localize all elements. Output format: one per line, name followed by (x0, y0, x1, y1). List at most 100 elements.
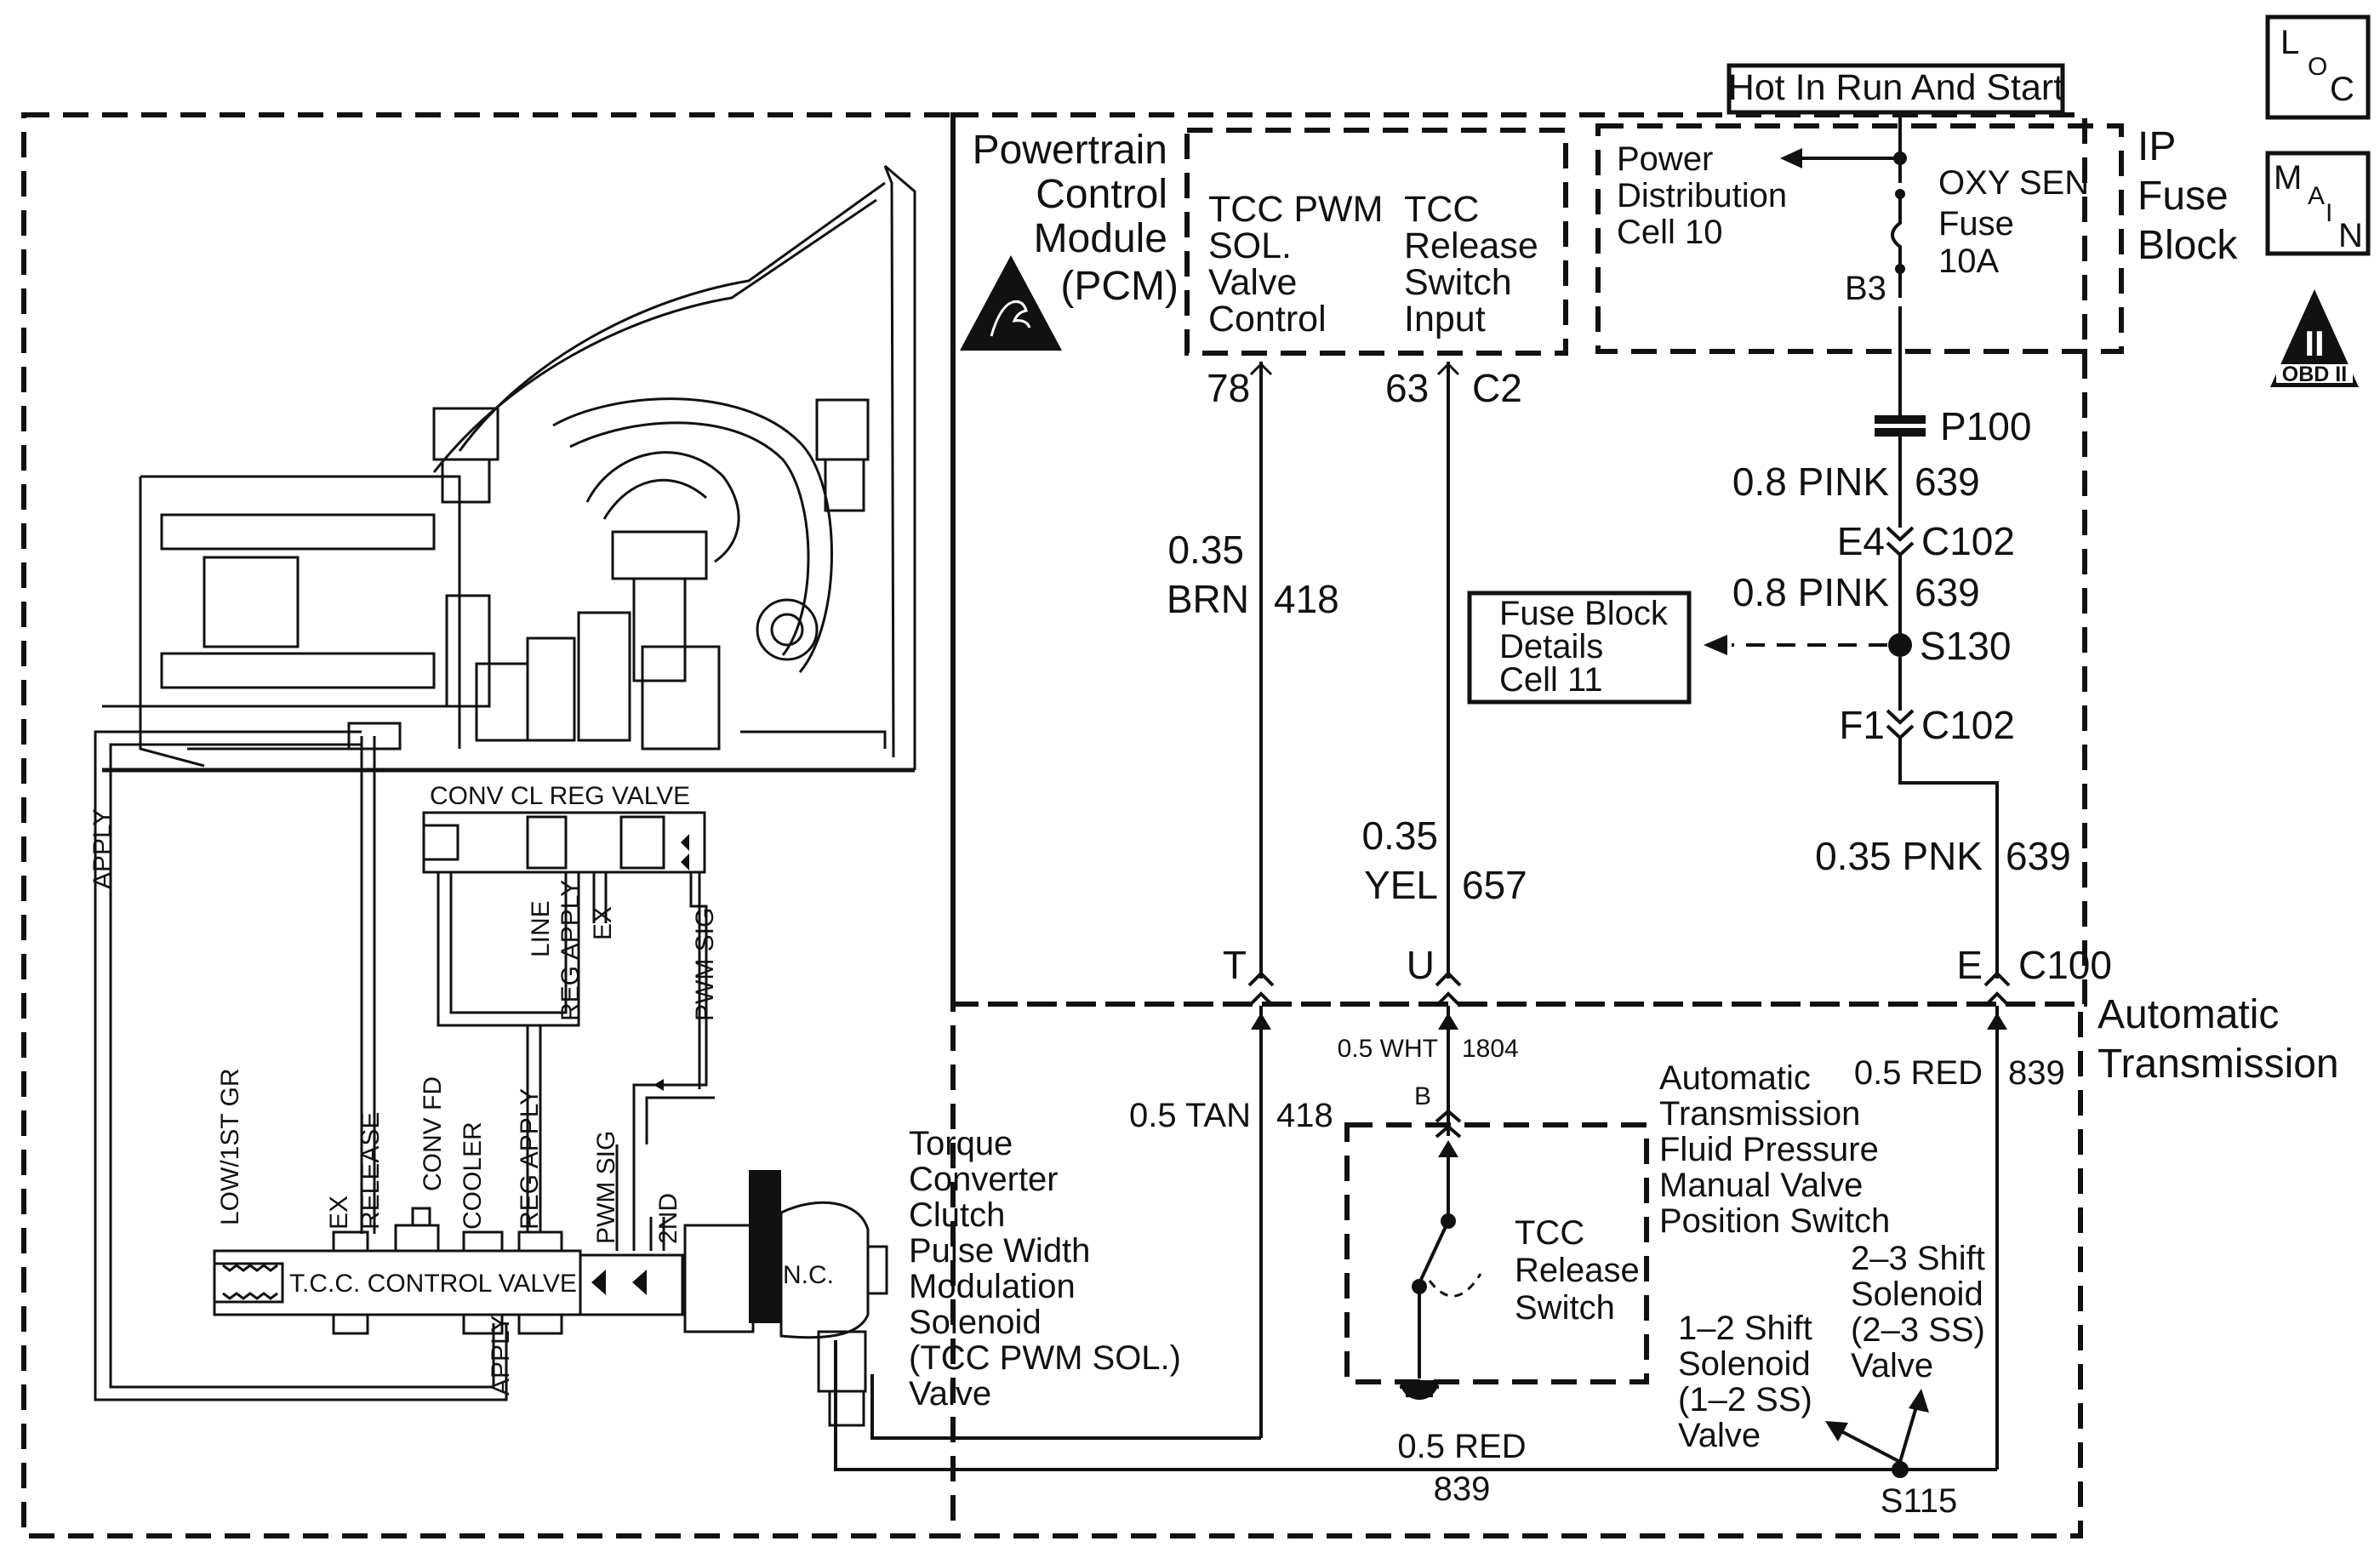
power-distribution-label: Power Distribution Cell 10 (1617, 140, 1787, 251)
svg-text:Release: Release (1515, 1252, 1640, 1289)
svg-text:OXY SEN: OXY SEN (1938, 164, 2089, 202)
fuse-block-details-label: Fuse Block Details Cell 11 (1499, 595, 1669, 699)
tcc-pwm-sol-label: TCC PWM SOL. Valve Control (1208, 189, 1383, 340)
svg-text:Valve: Valve (909, 1375, 991, 1413)
reg-apply-bottom-label: REG APPLY (516, 1088, 544, 1230)
fuse-block-details-box[interactable] (1467, 591, 1692, 705)
circuit-657-label: 657 (1462, 863, 1527, 907)
c102-label-1: C102 (1921, 519, 2015, 563)
c100-label: C100 (2018, 943, 2112, 987)
svg-text:Valve: Valve (1851, 1347, 1933, 1384)
svg-text:Switch: Switch (1404, 262, 1512, 303)
svg-text:Switch: Switch (1515, 1289, 1615, 1327)
tcc-release-input-label: TCC Release Switch Input (1404, 189, 1538, 340)
pcm-pins-box (1184, 128, 1568, 356)
pin-b-label: B (1414, 1082, 1431, 1110)
pink-label-2: 0.8 PINK (1732, 570, 1889, 614)
arrow-up-icon (1987, 1013, 2007, 1030)
svg-text:Transmission: Transmission (1659, 1095, 1860, 1133)
red-label-1: 0.5 RED (1854, 1054, 1983, 1092)
svg-text:Valve: Valve (1208, 262, 1297, 303)
c100-pin-e-connector (1983, 971, 2011, 1007)
tcc-release-switch-label: TCC Release Switch (1515, 1214, 1640, 1327)
svg-text:Solenoid: Solenoid (1851, 1276, 1983, 1313)
svg-text:Powertrain: Powertrain (973, 128, 1167, 173)
svg-text:Automatic: Automatic (1659, 1059, 1811, 1097)
normally-closed-label: N.C. (783, 1261, 834, 1289)
svg-text:M: M (2274, 159, 2302, 197)
svg-text:Clutch: Clutch (909, 1196, 1005, 1234)
svg-text:Fuse: Fuse (2137, 174, 2229, 219)
reg-apply-top-label: REG APPLY (556, 880, 585, 1021)
loc-badge[interactable]: L O C (2265, 14, 2371, 120)
svg-text:IP: IP (2137, 124, 2176, 169)
shift-solenoid-23-label: 2–3 Shift Solenoid (2–3 SS) Valve (1851, 1240, 1985, 1384)
tcc-release-switch-blade[interactable] (1418, 1220, 1450, 1284)
pin-63-terminal (1436, 362, 1460, 376)
arrow-up-icon (1438, 1013, 1458, 1030)
main-badge[interactable]: M A I N (2265, 151, 2371, 256)
svg-text:Automatic: Automatic (2097, 992, 2279, 1037)
yel-gauge-label: 0.35 (1361, 813, 1438, 858)
arrow-left-icon (1780, 148, 1802, 168)
switch-action-arc (1428, 1273, 1482, 1298)
svg-text:Valve: Valve (1678, 1417, 1761, 1454)
c100-pin-u-connector (1435, 971, 1462, 1007)
circuit-1804-label: 1804 (1462, 1035, 1519, 1063)
hot-in-run-box (1726, 63, 2065, 115)
conn-c2: C2 (1472, 366, 1522, 410)
svg-text:TCC: TCC (1404, 189, 1479, 230)
torque-converter-cutaway (102, 164, 916, 773)
yel-color-label: YEL (1364, 863, 1438, 907)
wht-label: 0.5 WHT (1338, 1035, 1438, 1063)
svg-text:Solenoid: Solenoid (909, 1304, 1042, 1341)
circuit-418-label-2: 418 (1276, 1097, 1333, 1134)
esd-warning-icon (960, 255, 1062, 351)
red-label-2: 0.5 RED (1397, 1428, 1526, 1465)
svg-text:TCC PWM: TCC PWM (1208, 189, 1383, 230)
svg-text:Manual Valve: Manual Valve (1659, 1167, 1863, 1204)
ex-top-label: EX (589, 906, 617, 940)
svg-text:C: C (2330, 71, 2354, 108)
c102-connector-icon-2 (1886, 709, 1915, 740)
e4-label: E4 (1837, 519, 1885, 563)
automatic-transmission-outline (953, 1002, 2083, 1538)
apply-left-label: APPLY (88, 809, 117, 890)
wire-639-to-c100 (1898, 738, 1999, 979)
p100-passthrough-icon (1875, 415, 1926, 437)
circuit-839-label-1: 839 (2008, 1054, 2065, 1092)
svg-text:Modulation: Modulation (909, 1268, 1076, 1305)
wire-418-to-solenoid (870, 1374, 1261, 1440)
svg-text:(TCC PWM SOL.): (TCC PWM SOL.) (909, 1339, 1181, 1377)
s115-splice (1892, 1461, 1909, 1478)
oxy-sen-fuse-icon[interactable] (1891, 194, 1902, 298)
svg-text:Converter: Converter (909, 1161, 1059, 1198)
conv-cl-reg-valve-label: CONV CL REG VALVE (430, 782, 690, 810)
svg-text:Solenoid: Solenoid (1678, 1345, 1811, 1383)
svg-text:Control: Control (1036, 172, 1167, 217)
pin-u-label: U (1407, 943, 1435, 987)
svg-text:Position Switch: Position Switch (1659, 1202, 1890, 1240)
svg-text:L: L (2280, 24, 2299, 61)
svg-text:Cell 10: Cell 10 (1617, 214, 1723, 251)
svg-text:10A: 10A (1938, 243, 1999, 280)
svg-text:Pulse Width: Pulse Width (909, 1232, 1090, 1270)
hydraulic-circuit (94, 730, 888, 1427)
fuse-terminal (1895, 264, 1905, 274)
svg-text:Transmission: Transmission (2097, 1042, 2339, 1087)
hot-in-run-label: Hot In Run And Start (1728, 67, 2063, 108)
svg-text:2–3 Shift: 2–3 Shift (1851, 1240, 1985, 1277)
shift-solenoid-12-label: 1–2 Shift Solenoid (1–2 SS) Valve (1678, 1310, 1812, 1454)
circuit-639-label-3: 639 (2006, 834, 2071, 878)
svg-text:(PCM): (PCM) (1060, 264, 1179, 309)
s130-label: S130 (1920, 624, 2011, 668)
brn-gauge-label: 0.35 (1167, 528, 1244, 572)
svg-text:(1–2 SS): (1–2 SS) (1678, 1381, 1812, 1418)
svg-text:Torque: Torque (909, 1125, 1013, 1162)
svg-text:Fluid Pressure: Fluid Pressure (1659, 1131, 1879, 1168)
svg-text:Power: Power (1617, 140, 1713, 178)
obd-ii-badge[interactable]: II OBD II (2270, 289, 2359, 387)
tcc-control-valve-label: T.C.C. CONTROL VALVE (289, 1270, 577, 1298)
s115-label: S115 (1881, 1482, 1957, 1520)
circuit-639-label-2: 639 (1915, 570, 1980, 614)
